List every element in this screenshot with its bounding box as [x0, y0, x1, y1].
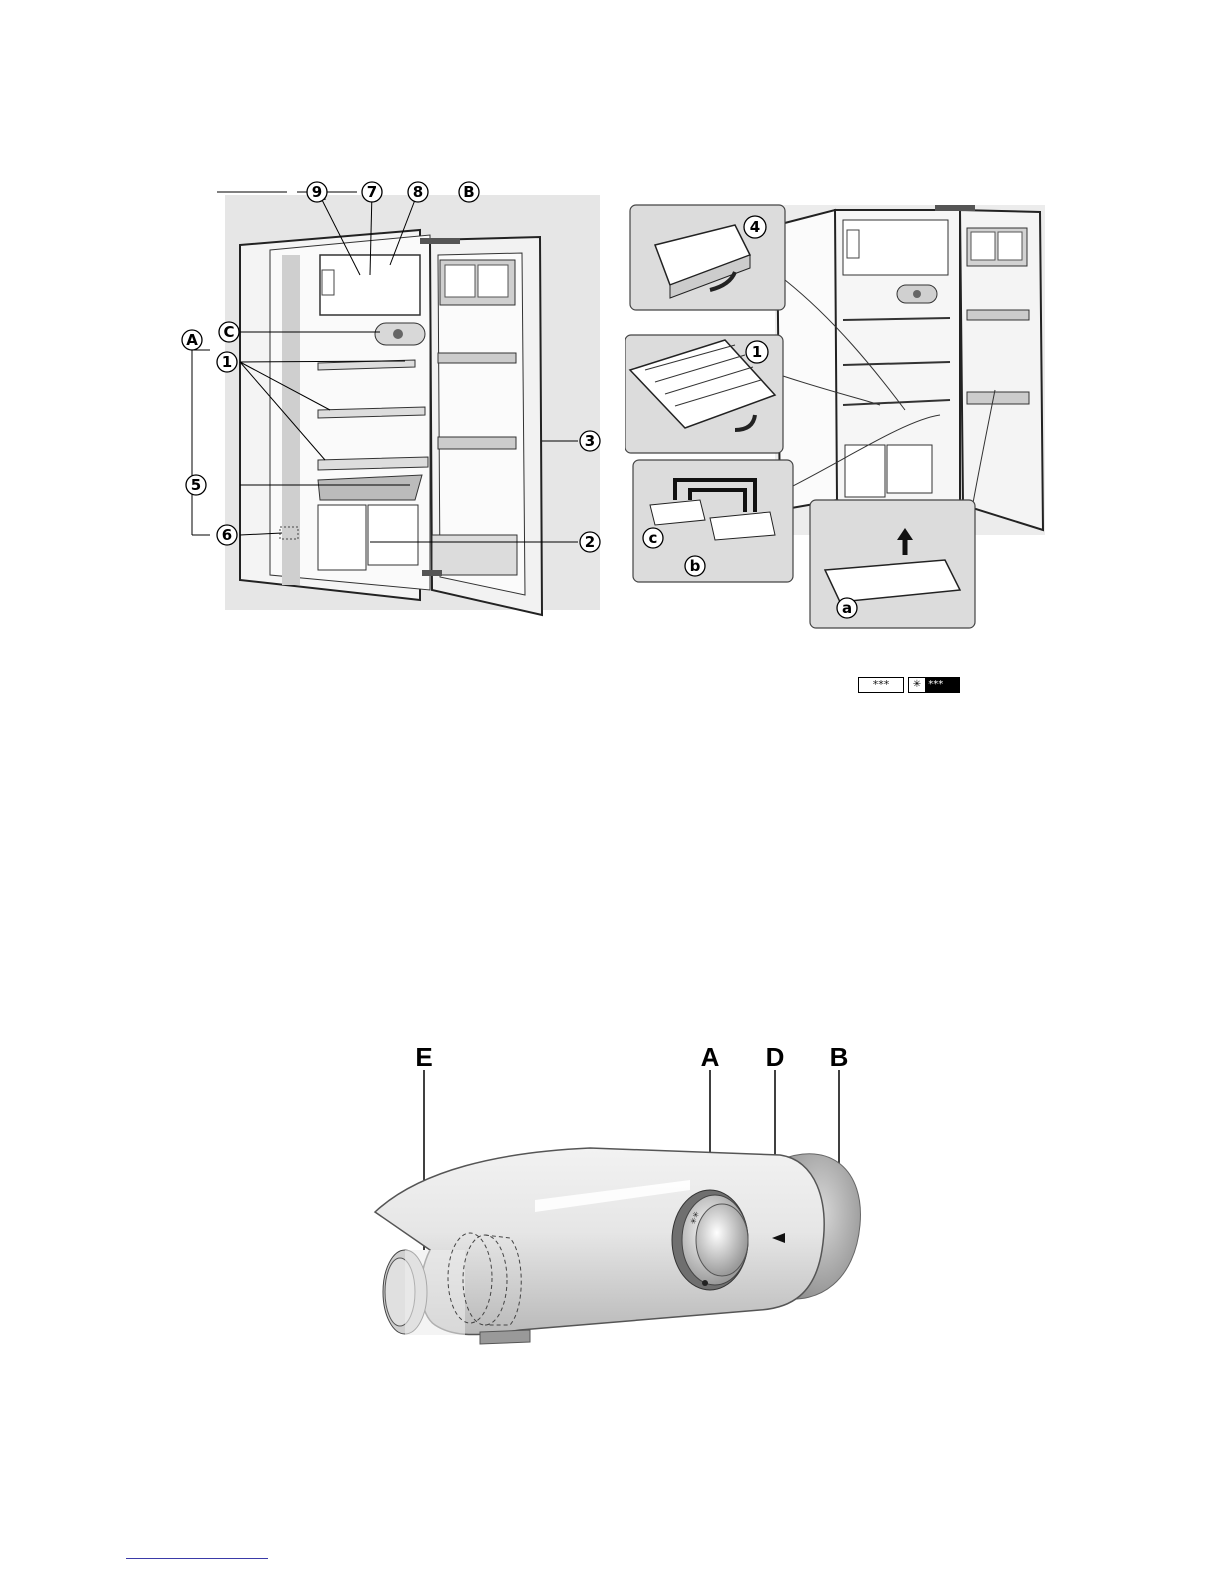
star-rating-symbols: *** ✳ ***: [858, 677, 963, 693]
callout-3: 3: [585, 432, 595, 450]
big-star-icon: ✳: [909, 678, 925, 692]
callout-8: 8: [413, 183, 423, 201]
footnote-separator-line: [126, 1558, 268, 1559]
fridge-parts-illustration: 9 7 8 B C A 1 5 6 3 2: [170, 175, 610, 620]
three-star-rating-symbol: ***: [858, 677, 904, 693]
label-B: B: [830, 1042, 849, 1072]
callout-A: A: [186, 331, 198, 349]
four-star-rating-symbol: ✳ ***: [908, 677, 960, 693]
thermostat-unit-illustration: E A D B ✳✳: [360, 1040, 880, 1360]
inset-callout-c: c: [649, 529, 658, 547]
figure-fridge-accessories: 4 1 c b a: [625, 200, 1050, 632]
label-D: D: [766, 1042, 785, 1072]
figure-thermostat-unit: E A D B ✳✳: [360, 1040, 880, 1360]
fridge-accessories-illustration: 4 1 c b a: [625, 200, 1050, 632]
callout-7: 7: [367, 183, 377, 201]
callout-5: 5: [191, 476, 201, 494]
callout-C: C: [223, 323, 234, 341]
callout-1: 1: [222, 353, 232, 371]
label-A: A: [701, 1042, 720, 1072]
inset-callout-4: 4: [750, 218, 760, 236]
inset-callout-b: b: [690, 557, 701, 575]
inset-callout-1: 1: [752, 343, 762, 361]
inset-callout-a: a: [842, 599, 852, 617]
callout-2: 2: [585, 533, 595, 551]
callout-B: B: [463, 183, 474, 201]
callout-9: 9: [312, 183, 322, 201]
callout-6: 6: [222, 526, 232, 544]
star-rating-text-1: ***: [873, 678, 890, 691]
star-rating-text-2: ***: [928, 679, 943, 690]
label-E: E: [415, 1042, 432, 1072]
figure-fridge-parts: 9 7 8 B C A 1 5 6 3 2: [170, 175, 610, 620]
